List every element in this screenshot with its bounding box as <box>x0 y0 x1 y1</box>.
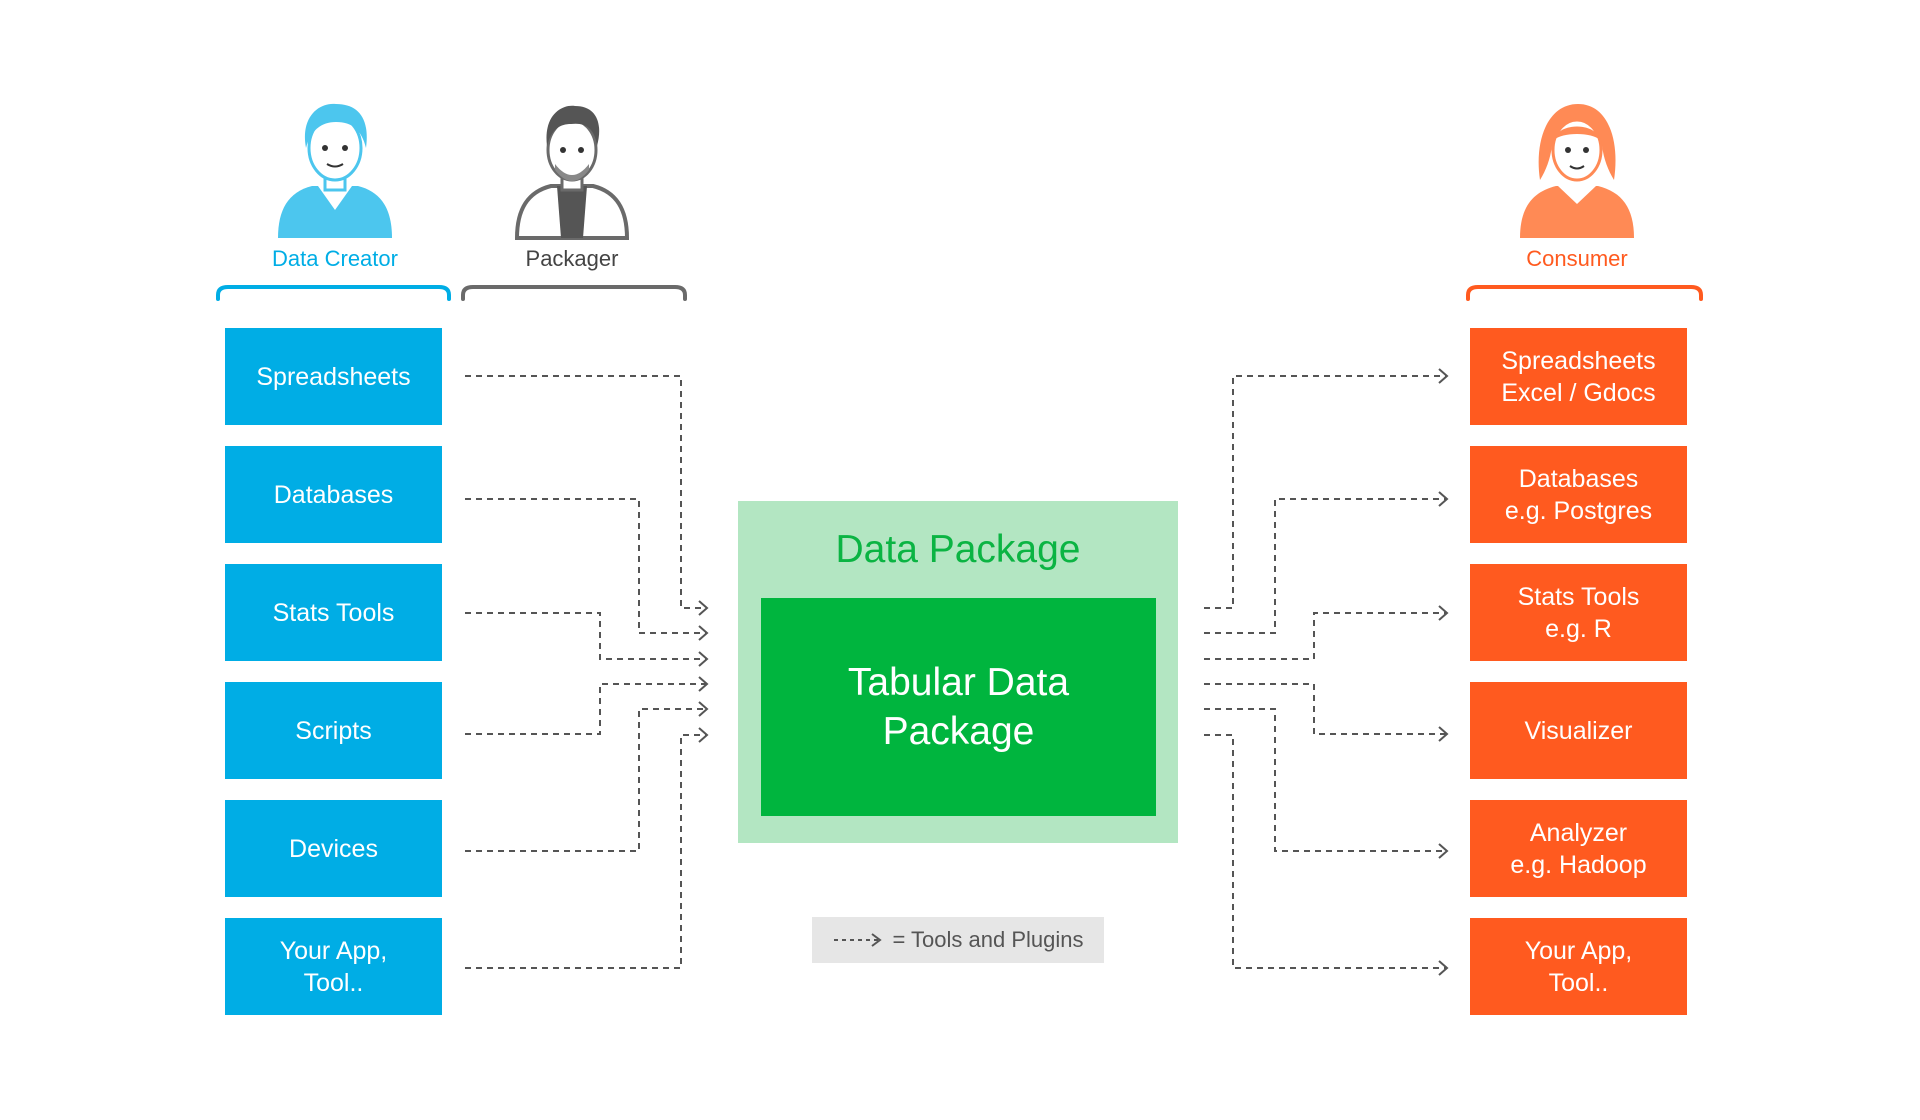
data-creator-label: Data Creator <box>272 246 398 271</box>
consumer-connector-arrow-2 <box>1438 491 1449 507</box>
source-stats-tools: Stats Tools <box>225 564 442 661</box>
legend: = Tools and Plugins <box>812 917 1104 963</box>
source-connector-2 <box>465 498 707 634</box>
source-connector-6 <box>465 734 707 969</box>
consumer-connector-arrow-3 <box>1438 605 1449 621</box>
legend-label: = Tools and Plugins <box>892 927 1084 952</box>
source-spreadsheets: Spreadsheets <box>225 328 442 425</box>
consumer-your-app: Your App, Tool.. <box>1470 918 1687 1015</box>
consumer-bracket <box>1466 285 1703 301</box>
consumer-databases: Databases e.g. Postgres <box>1470 446 1687 543</box>
consumer-stats-tools: Stats Tools e.g. R <box>1470 564 1687 661</box>
man-avatar-icon <box>514 105 630 240</box>
consumer-connector-3 <box>1204 612 1447 660</box>
source-connector-arrow-6 <box>698 727 709 743</box>
source-scripts: Scripts <box>225 682 442 779</box>
source-connector-arrow-1 <box>698 600 709 616</box>
dashed-arrow-icon <box>834 933 883 947</box>
consumer-spreadsheets: Spreadsheets Excel / Gdocs <box>1470 328 1687 425</box>
consumer-analyzer: Analyzer e.g. Hadoop <box>1470 800 1687 897</box>
source-connector-arrow-2 <box>698 625 709 641</box>
woman-avatar-icon <box>1520 104 1634 238</box>
source-connector-3 <box>465 612 707 660</box>
source-connector-arrow-3 <box>698 651 709 667</box>
source-connector-arrow-4 <box>698 676 709 692</box>
source-databases: Databases <box>225 446 442 543</box>
consumer-connector-4 <box>1204 683 1447 735</box>
consumer-connector-arrow-1 <box>1438 368 1449 384</box>
packager-label: Packager <box>525 246 619 271</box>
source-your-app: Your App, Tool.. <box>225 918 442 1015</box>
consumer-actor: Consumer <box>1457 100 1697 272</box>
tabular-data-package-box: Tabular Data Package <box>761 598 1156 816</box>
consumer-connector-5 <box>1204 708 1447 852</box>
source-connector-5 <box>465 708 707 852</box>
woman-avatar-icon <box>278 103 392 238</box>
source-connector-1 <box>465 375 707 609</box>
packager-bracket <box>461 285 687 301</box>
consumer-connector-2 <box>1204 498 1447 634</box>
data-package-title: Data Package <box>835 528 1081 571</box>
consumer-connector-arrow-5 <box>1438 843 1449 859</box>
consumer-connector-6 <box>1204 734 1447 969</box>
consumer-label: Consumer <box>1526 246 1628 271</box>
data-creator-actor: Data Creator <box>215 100 455 272</box>
data-creator-bracket <box>216 285 451 301</box>
consumer-connector-1 <box>1204 375 1447 609</box>
source-devices: Devices <box>225 800 442 897</box>
consumer-connector-arrow-4 <box>1438 726 1449 742</box>
source-connector-arrow-5 <box>698 701 709 717</box>
consumer-visualizer: Visualizer <box>1470 682 1687 779</box>
consumer-connector-arrow-6 <box>1438 960 1449 976</box>
packager-actor: Packager <box>452 100 692 272</box>
source-connector-4 <box>465 683 707 735</box>
